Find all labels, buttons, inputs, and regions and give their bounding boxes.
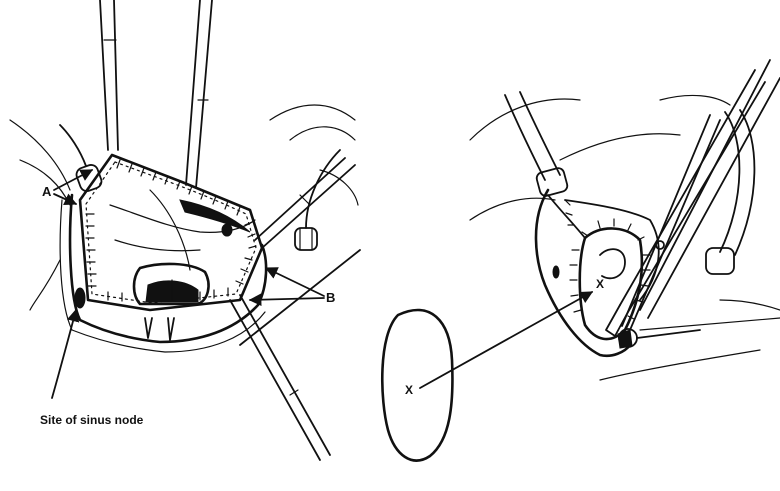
cannula-tube-left	[505, 92, 569, 197]
label-a: A	[42, 184, 52, 199]
retractor-top-center	[186, 0, 212, 188]
retractor-right	[255, 158, 355, 248]
left-panel: A B Site of sinus node	[10, 0, 360, 460]
instrument-shaft	[240, 250, 360, 345]
label-b: B	[326, 290, 335, 305]
right-panel: X X	[382, 60, 780, 461]
sinus-node-mark	[75, 288, 85, 308]
cannula-right	[295, 150, 340, 250]
sinus-node-callout: Site of sinus node	[40, 310, 144, 427]
site-of-sinus-node-label: Site of sinus node	[40, 413, 144, 427]
label-b-group: B	[250, 268, 335, 305]
marker-dot	[553, 266, 559, 278]
x-connector-arrow	[420, 292, 592, 388]
orifice-dot	[222, 224, 232, 236]
forceps-lower	[230, 295, 330, 460]
scissors	[606, 60, 780, 336]
label-x-right: X	[596, 277, 604, 291]
lower-opening	[134, 264, 209, 304]
retractor-top-left	[100, 0, 118, 150]
patch-template	[382, 310, 452, 460]
label-x-left: X	[405, 383, 413, 397]
clamp-bottom	[618, 329, 700, 348]
